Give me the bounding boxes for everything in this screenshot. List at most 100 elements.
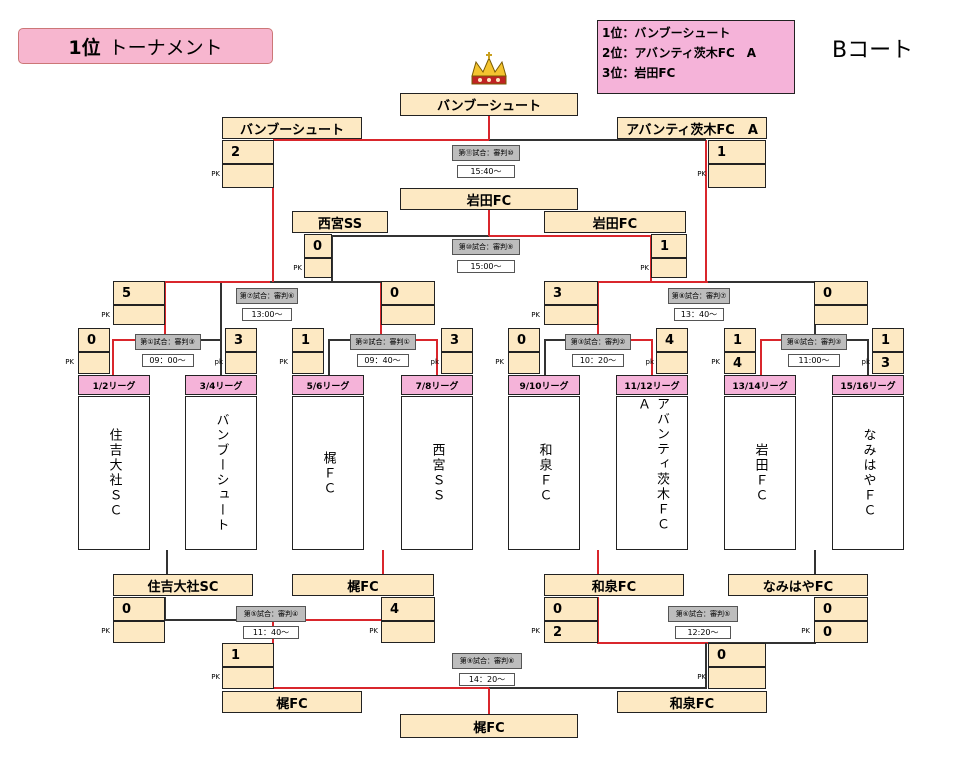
r2-m8-right-score: 0 — [814, 281, 868, 305]
result-1st: 1位：バンブーシュート — [602, 26, 731, 40]
consolation-team-1: 住吉大社SC — [113, 574, 253, 596]
team-column: 岩田ＦＣ — [724, 396, 796, 550]
champion-box: バンブーシュート — [400, 93, 578, 116]
league-header: 5/6リーグ — [292, 375, 364, 395]
third-place-winner: 岩田FC — [400, 188, 578, 210]
pk-label: pk — [430, 358, 440, 366]
third-left-pk — [304, 258, 332, 278]
m9-left-score: 1 — [222, 643, 274, 667]
pk-label: PK — [65, 358, 74, 366]
r1-right-score: 3 — [225, 328, 257, 352]
r1-left-pk: 4 — [724, 352, 756, 374]
pk-label: PK — [101, 627, 110, 635]
m5-left-pk — [113, 621, 165, 643]
league-header: 7/8リーグ — [401, 375, 473, 395]
pk-label: PK — [531, 627, 540, 635]
match-time: 14：20～ — [459, 673, 515, 686]
third-right-score: 1 — [651, 234, 687, 258]
final-left-score: 2 — [222, 140, 274, 164]
pk-label: pk — [214, 358, 224, 366]
pk-label: PK — [293, 264, 302, 272]
r1-left-pk — [78, 352, 110, 374]
final-right-team: アバンティ茨木FC A — [617, 117, 767, 139]
match-time: 09：00～ — [141, 354, 194, 367]
third-right-pk — [651, 258, 687, 278]
pk-label: PK — [640, 264, 649, 272]
pk-label: PK — [211, 673, 220, 681]
pk-label: PK — [697, 673, 706, 681]
team-column: 梶ＦＣ — [292, 396, 364, 550]
consolation-team-4: なみはやFC — [728, 574, 868, 596]
m6-connector — [597, 597, 708, 644]
league-header: 13/14リーグ — [724, 375, 796, 395]
pk-label: PK — [101, 311, 110, 319]
m5-right-pk — [381, 621, 435, 643]
pk-label: PK — [279, 358, 288, 366]
final-left-team: バンブーシュート — [222, 117, 362, 139]
r2-m7-left-pk — [113, 305, 165, 325]
pk-label: PK — [369, 627, 378, 635]
consolation-team-2: 梶FC — [292, 574, 434, 596]
match-time: 09：40～ — [356, 354, 409, 367]
league-header: 3/4リーグ — [185, 375, 257, 395]
match-label: 第⑥試合：審判⑤ — [668, 606, 738, 622]
result-3rd: 3位：岩田FC — [602, 66, 676, 80]
m5-right-score: 4 — [381, 597, 435, 621]
m6-right-score: 0 — [814, 597, 868, 621]
third-left-score: 0 — [304, 234, 332, 258]
r2-m7-right-pk — [381, 305, 435, 325]
match-label: 第③試合：審判② — [565, 334, 631, 350]
crown-icon — [468, 52, 510, 88]
m9-left-team: 梶FC — [222, 691, 362, 713]
team-column: 住吉大社ＳＣ — [78, 396, 150, 550]
r1-left-pk — [508, 352, 540, 374]
team-column: 西宮ＳＳ — [401, 396, 473, 550]
pk-label: PK — [801, 627, 810, 635]
match-time: 11：40～ — [243, 626, 299, 639]
m6-left-score: 0 — [544, 597, 598, 621]
result-2nd: 2位：アバンティ茨木FC A — [602, 46, 757, 60]
match-label: 第④試合：審判③ — [781, 334, 847, 350]
m6-right-pk: 0 — [814, 621, 868, 643]
r1-right-score: 3 — [441, 328, 473, 352]
team-column: 和泉ＦＣ — [508, 396, 580, 550]
match-time: 12:20～ — [675, 626, 731, 639]
m9-right-pk — [708, 667, 766, 689]
r2-m7-left-score: 5 — [113, 281, 165, 305]
match-time: 13：40～ — [674, 308, 724, 321]
pk-label: PK — [697, 170, 706, 178]
match-label: 第⑤試合：審判④ — [236, 606, 306, 622]
pk-label: PK — [531, 311, 540, 319]
pk-label: pk — [645, 358, 655, 366]
consolation-winner: 梶FC — [400, 714, 578, 738]
r2-m7-right-score: 0 — [381, 281, 435, 305]
m9-connector — [489, 643, 707, 689]
pk-label: PK — [211, 170, 220, 178]
m5-left-score: 0 — [113, 597, 165, 621]
r1-right-pk — [656, 352, 688, 374]
m9-right-score: 0 — [708, 643, 766, 667]
m9-left-pk — [222, 667, 274, 689]
r1-left-pk — [292, 352, 324, 374]
match-time: 15:00～ — [457, 260, 515, 273]
pk-label: PK — [711, 358, 720, 366]
r2-m8-left-pk — [544, 305, 598, 325]
match-time: 15:40～ — [457, 165, 515, 178]
r1-right-score: 1 — [872, 328, 904, 352]
results-box: 1位：バンブーシュート 2位：アバンティ茨木FC A 3位：岩田FC — [597, 20, 795, 94]
match-label: 第⑪試合：審判⑩ — [452, 145, 520, 161]
consolation-team-3: 和泉FC — [544, 574, 684, 596]
r2-m8-left-score: 3 — [544, 281, 598, 305]
final-right-pk — [708, 164, 766, 188]
match-label: 第①試合：審判③ — [134, 334, 201, 350]
match-time: 10：20～ — [572, 354, 624, 367]
team-column: バンブーシュート — [185, 396, 257, 550]
match-time: 11:00～ — [788, 354, 840, 367]
final-left-pk — [222, 164, 274, 188]
match-label: 第⑨試合：審判⑧ — [452, 653, 522, 669]
match-label: 第②試合：審判① — [349, 334, 416, 350]
r1-left-score: 1 — [724, 328, 756, 352]
r2-m8-right-pk — [814, 305, 868, 325]
league-header: 11/12リーグ — [616, 375, 688, 395]
league-header: 1/2リーグ — [78, 375, 150, 395]
